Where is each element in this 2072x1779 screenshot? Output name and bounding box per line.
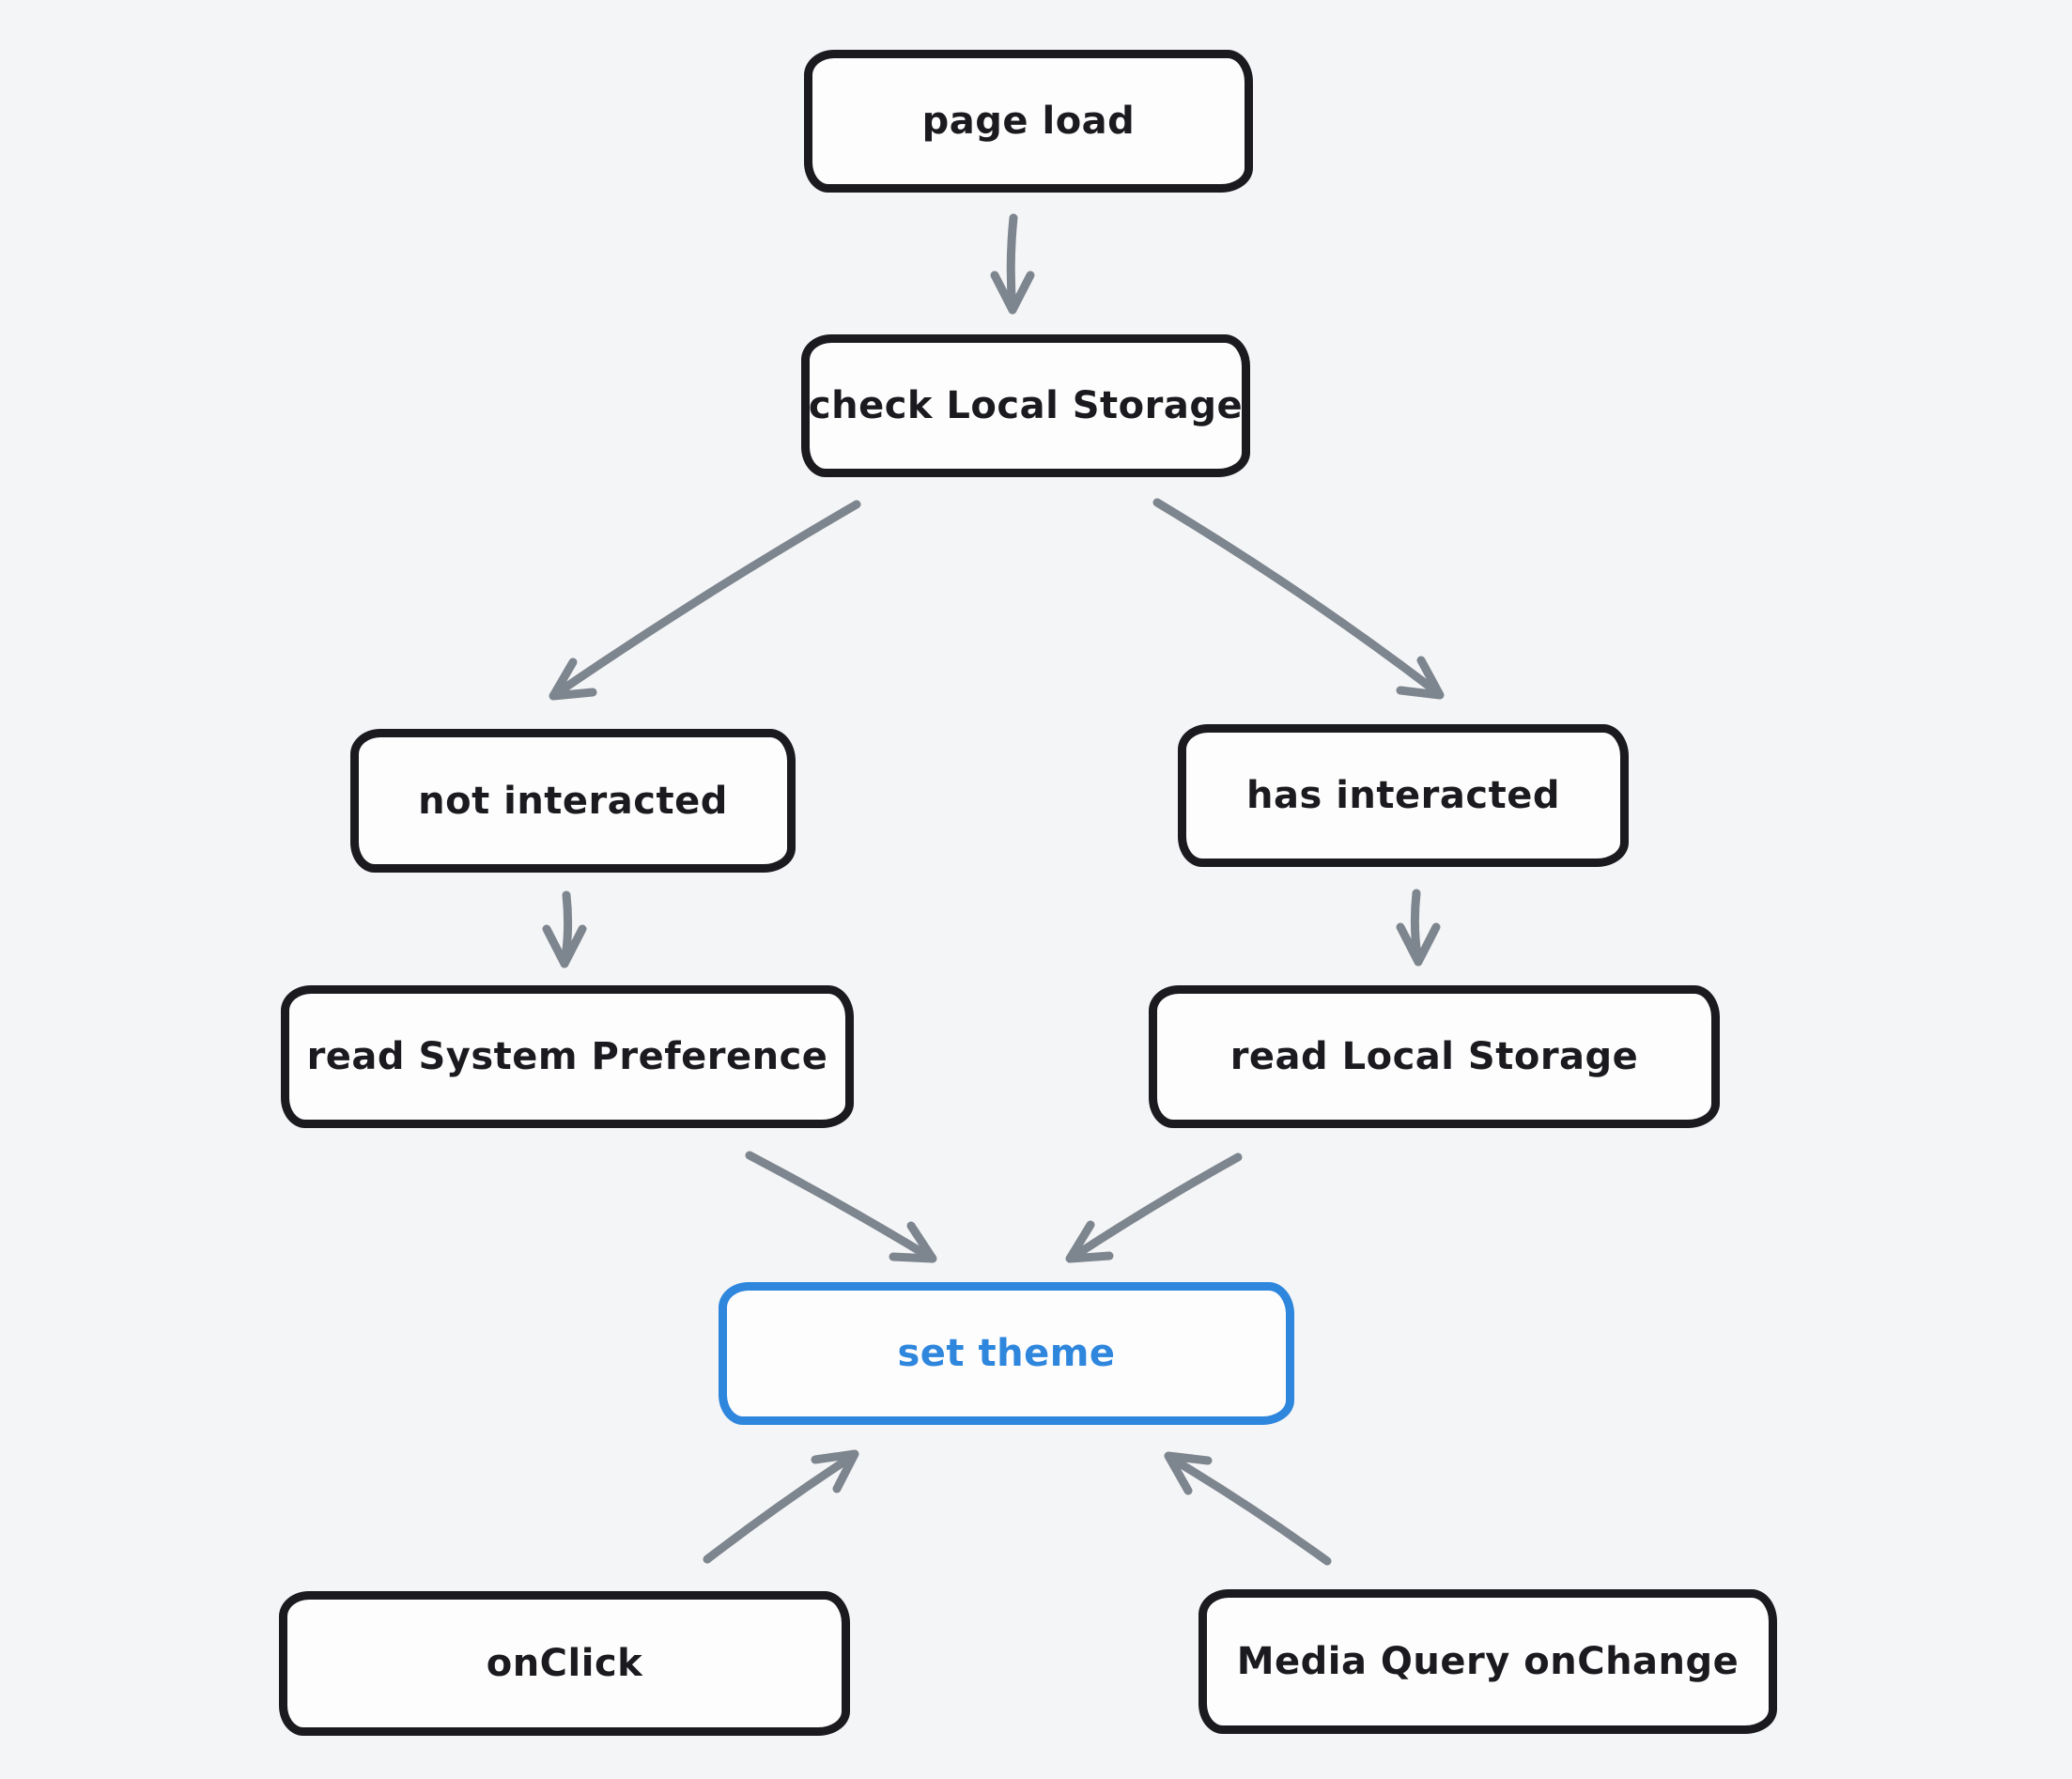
node-label: has interacted [1246,774,1560,817]
node-label: Media Query onChange [1236,1640,1740,1683]
arrow-not-interacted-to-read-system-preference [542,890,587,968]
node-label: page load [921,100,1136,143]
node-check-local-storage: check Local Storage [801,334,1250,477]
arrow-page-load-to-check-local-storage [990,213,1035,315]
node-read-system-preference: read System Preference [281,985,854,1128]
node-label: not interacted [418,779,728,823]
arrow-check-local-storage-to-has-interacted [1152,498,1445,700]
node-label: check Local Storage [808,384,1244,427]
node-media-query-onchange: Media Query onChange [1198,1589,1777,1734]
arrow-read-system-preference-to-set-theme [745,1151,937,1263]
arrow-media-query-onchange-to-set-theme [1164,1451,1332,1566]
node-label: read Local Storage [1229,1035,1639,1078]
node-read-local-storage: read Local Storage [1149,985,1720,1128]
node-page-load: page load [804,50,1253,193]
arrow-onclick-to-set-theme [703,1449,859,1564]
node-set-theme: set theme [719,1282,1294,1425]
node-label: onClick [486,1642,643,1685]
arrow-read-local-storage-to-set-theme [1065,1152,1243,1263]
node-onclick: onClick [279,1591,850,1736]
arrow-check-local-storage-to-not-interacted [549,500,861,701]
arrow-has-interacted-to-read-local-storage [1396,889,1441,967]
node-label: read System Preference [306,1035,828,1078]
node-has-interacted: has interacted [1178,724,1629,867]
node-not-interacted: not interacted [350,729,796,873]
node-label: set theme [897,1332,1116,1375]
